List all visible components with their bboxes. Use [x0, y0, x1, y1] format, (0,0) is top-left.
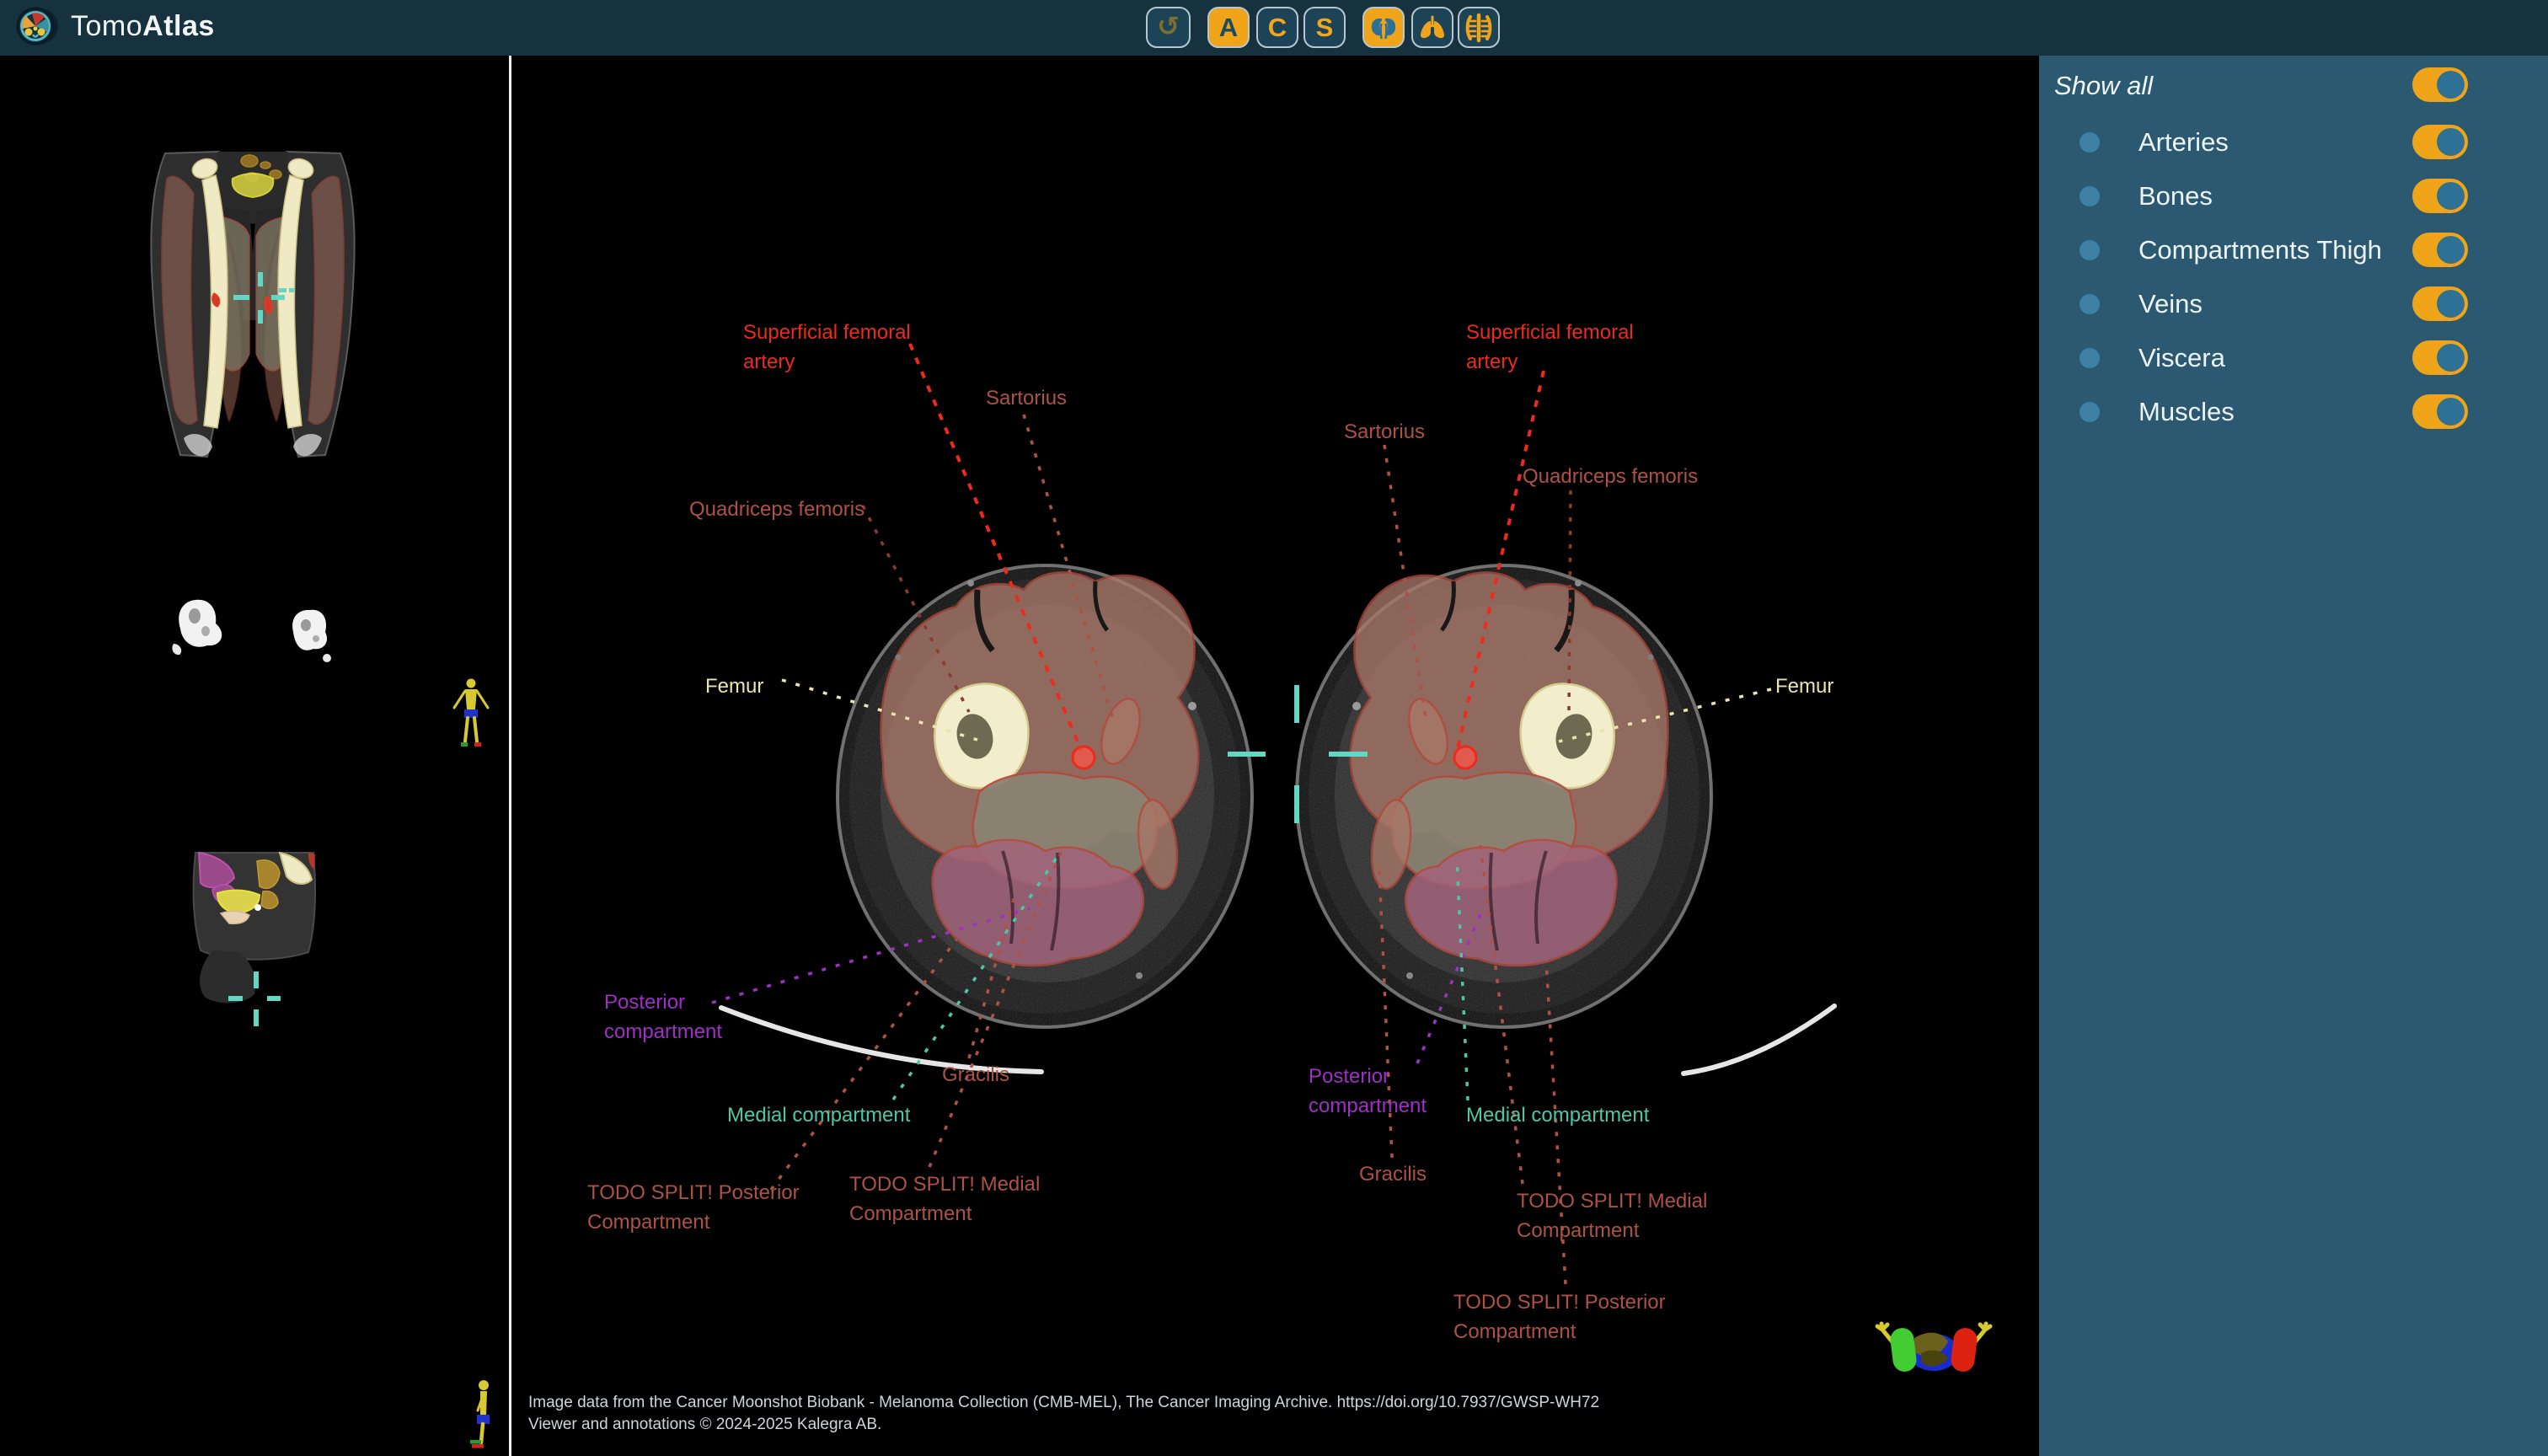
label-medial-compartment-right[interactable]: Medial compartment: [1466, 1104, 1650, 1127]
label-gracilis-left[interactable]: Gracilis: [942, 1063, 1010, 1086]
show-all-row: Show all: [2039, 67, 2548, 104]
thumbnail-crosshair: [233, 272, 294, 324]
leader-lines-left: [711, 343, 1116, 1191]
sagittal-thumbnail[interactable]: [192, 851, 316, 1026]
table-streak-right: [1681, 1004, 1837, 1076]
skeleton-preset-button[interactable]: [1458, 7, 1500, 48]
layer-label-muscles: Muscles: [2138, 397, 2235, 426]
label-femur-right[interactable]: Femur: [1775, 675, 1834, 698]
layer-row-veins: Veins: [2039, 286, 2548, 321]
arteries-toggle[interactable]: [2412, 125, 2468, 159]
thumbnail-crosshair: [228, 972, 281, 1026]
bones-toggle[interactable]: [2412, 179, 2468, 213]
toggle-knob: [2437, 398, 2465, 426]
layer-row-muscles: Muscles: [2039, 394, 2548, 429]
label-medial-compartment-left[interactable]: Medial compartment: [727, 1104, 911, 1127]
panel-divider: [509, 56, 511, 1456]
attribution-line-2: Viewer and annotations © 2024-2025 Kaleg…: [528, 1416, 882, 1433]
layer-label-veins: Veins: [2138, 289, 2203, 318]
orientation-figure-front: [452, 678, 490, 747]
ribcage-icon: [1465, 13, 1492, 42]
layer-label-viscera: Viscera: [2138, 343, 2225, 372]
label-sartorius-left[interactable]: Sartorius: [986, 387, 1068, 410]
ct-slice-left-leg[interactable]: [838, 565, 1252, 1027]
viscera-toggle[interactable]: [2412, 340, 2468, 375]
layers-panel: Show all Arteries Bones Compartments Thi…: [2039, 56, 2548, 1456]
veins-toggle[interactable]: [2412, 286, 2468, 321]
toggle-knob: [2437, 290, 2465, 318]
coronal-thumbnail[interactable]: [150, 150, 356, 458]
app-title: TomoAtlas: [71, 9, 215, 42]
toggle-knob: [2437, 182, 2465, 210]
crosshair: [1228, 685, 1368, 823]
layer-label-arteries: Arteries: [2138, 127, 2229, 157]
label-femur-left[interactable]: Femur: [705, 675, 764, 698]
layer-label-compartments-thigh: Compartments Thigh: [2138, 235, 2382, 265]
layer-dot: [2080, 186, 2100, 206]
layer-label-bones: Bones: [2138, 181, 2213, 211]
coronal-view-button[interactable]: C: [1256, 7, 1298, 48]
table-streak-left: [719, 1005, 1044, 1074]
show-all-toggle[interactable]: [2412, 67, 2468, 102]
axial-ct-view[interactable]: [511, 56, 2039, 1456]
axial-thumbnail[interactable]: [172, 599, 331, 662]
toggle-knob: [2437, 128, 2465, 156]
compartments-thigh-toggle[interactable]: [2412, 233, 2468, 267]
reset-view-button[interactable]: ↺: [1146, 7, 1191, 48]
label-quadriceps-femoris-left[interactable]: Quadriceps femoris: [689, 498, 865, 521]
axial-view-button[interactable]: A: [1207, 7, 1250, 48]
tomoatlas-logo-icon: [16, 7, 58, 46]
toggle-knob: [2437, 344, 2465, 372]
kidneys-icon: [1371, 18, 1396, 39]
label-quadriceps-femoris-right[interactable]: Quadriceps femoris: [1523, 465, 1699, 488]
muscles-toggle[interactable]: [2412, 394, 2468, 429]
layer-dot: [2080, 294, 2100, 314]
layer-row-viscera: Viscera: [2039, 340, 2548, 375]
viscera-preset-button[interactable]: [1362, 7, 1405, 48]
layer-dot: [2080, 402, 2100, 422]
layer-row-compartments-thigh: Compartments Thigh: [2039, 233, 2548, 267]
orientation-figure-axial: [1875, 1321, 1993, 1372]
undo-icon: ↺: [1157, 9, 1180, 42]
leader-lines-right: [1378, 370, 1772, 1285]
top-bar: TomoAtlas ↺ A C S: [0, 0, 2548, 56]
layer-row-bones: Bones: [2039, 179, 2548, 213]
lungs-icon: [1420, 15, 1445, 38]
coronal-button-label: C: [1267, 13, 1287, 42]
slice-thumbnails-panel: [0, 56, 509, 1456]
layer-row-arteries: Arteries: [2039, 125, 2548, 159]
orientation-figure-side: [470, 1380, 490, 1448]
label-gracilis-right[interactable]: Gracilis: [1359, 1163, 1427, 1186]
sagittal-view-button[interactable]: S: [1303, 7, 1346, 48]
layer-dot: [2080, 132, 2100, 153]
toggle-knob: [2437, 71, 2465, 99]
attribution-text: Image data from the Cancer Moonshot Biob…: [528, 1392, 1599, 1436]
layer-dot: [2080, 348, 2100, 368]
axial-button-label: A: [1218, 13, 1239, 42]
toggle-knob: [2437, 236, 2465, 264]
lungs-preset-button[interactable]: [1411, 7, 1453, 48]
sagittal-button-label: S: [1315, 13, 1334, 42]
app-logo: TomoAtlas: [15, 7, 215, 46]
ct-slice-right-leg[interactable]: [1297, 565, 1711, 1027]
layer-dot: [2080, 240, 2100, 260]
label-sartorius-right[interactable]: Sartorius: [1344, 420, 1426, 443]
show-all-label: Show all: [2054, 71, 2154, 100]
attribution-line-1: Image data from the Cancer Moonshot Biob…: [528, 1394, 1600, 1411]
